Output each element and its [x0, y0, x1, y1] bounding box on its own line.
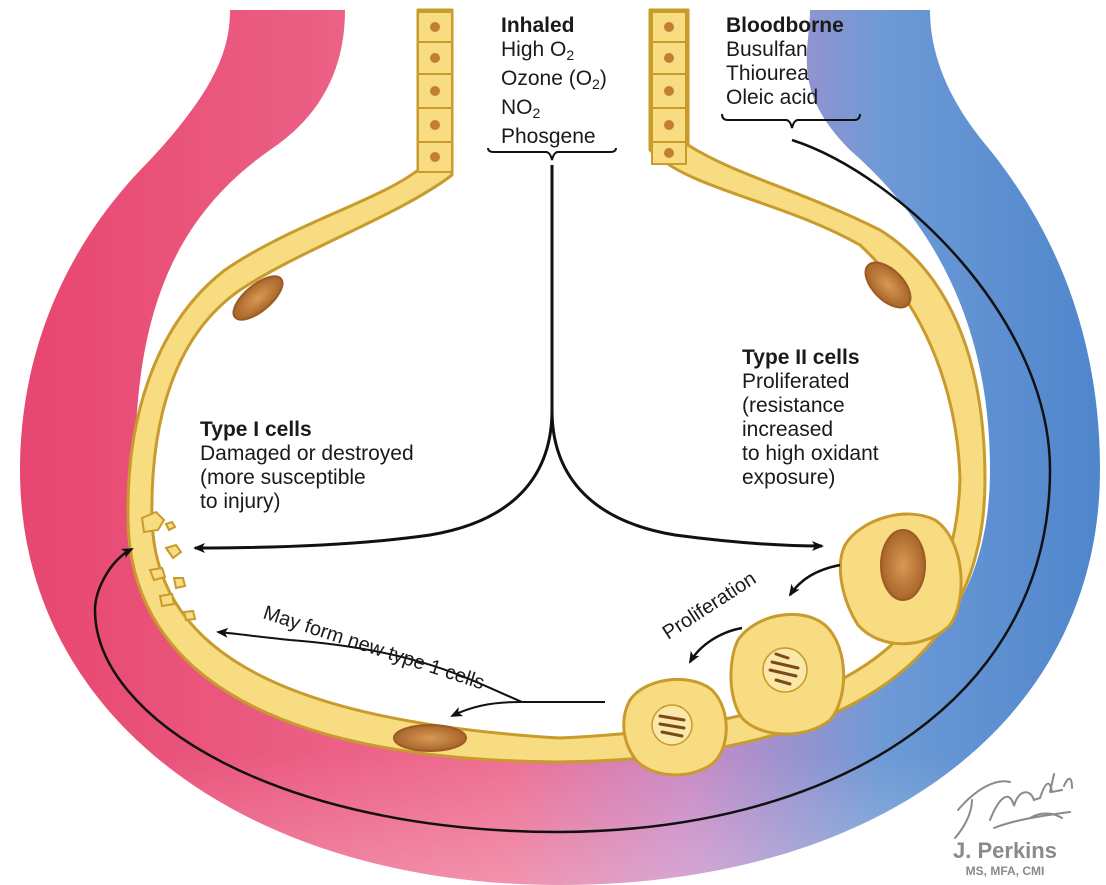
type-i-heading: Type I cells: [200, 418, 414, 442]
bloodborne-item: Oleic acid: [726, 86, 844, 110]
bloodborne-label-group: Bloodborne Busulfan Thiourea Oleic acid: [726, 14, 844, 110]
inhaled-item: NO2: [501, 96, 607, 125]
inhaled-bracket: [488, 148, 616, 160]
inhaled-label-group: Inhaled High O2 Ozone (O2) NO2 Phosgene: [501, 14, 607, 149]
type-ii-line: exposure): [742, 466, 879, 490]
type-ii-line: Proliferated: [742, 370, 879, 394]
inhaled-item: Phosgene: [501, 125, 607, 149]
artist-credit: J. Perkins MS, MFA, CMI: [940, 768, 1070, 878]
type-ii-line: increased: [742, 418, 879, 442]
bloodborne-heading: Bloodborne: [726, 14, 844, 38]
inhaled-heading: Inhaled: [501, 14, 607, 38]
bloodborne-item: Busulfan: [726, 38, 844, 62]
type-i-line: to injury): [200, 490, 414, 514]
artist-name: J. Perkins: [940, 838, 1070, 864]
bloodborne-item: Thiourea: [726, 62, 844, 86]
arrow-proliferation-1: [790, 565, 840, 595]
type-ii-heading: Type II cells: [742, 346, 879, 370]
type-ii-line: to high oxidant: [742, 442, 879, 466]
inhaled-item: Ozone (O2): [501, 67, 607, 96]
type-i-line: Damaged or destroyed: [200, 442, 414, 466]
type-ii-line: (resistance: [742, 394, 879, 418]
type-i-nucleus: [394, 725, 466, 751]
arrow-new-type-i-lower: [452, 702, 605, 716]
type-i-label-group: Type I cells Damaged or destroyed (more …: [200, 418, 414, 514]
type-ii-label-group: Type II cells Proliferated (resistance i…: [742, 346, 879, 490]
type-i-line: (more susceptible: [200, 466, 414, 490]
inhaled-item: High O2: [501, 38, 607, 67]
artist-credentials: MS, MFA, CMI: [940, 864, 1070, 878]
new-type-i-label: May form new type 1 cells: [260, 602, 487, 694]
